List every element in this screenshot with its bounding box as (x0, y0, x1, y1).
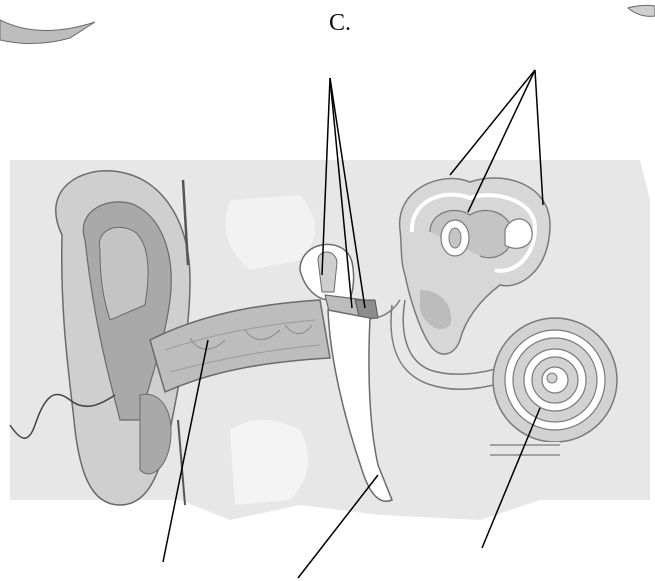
bone-lower-notch (230, 420, 308, 505)
top-right-fragment (628, 5, 655, 16)
top-left-fragment (0, 20, 95, 44)
